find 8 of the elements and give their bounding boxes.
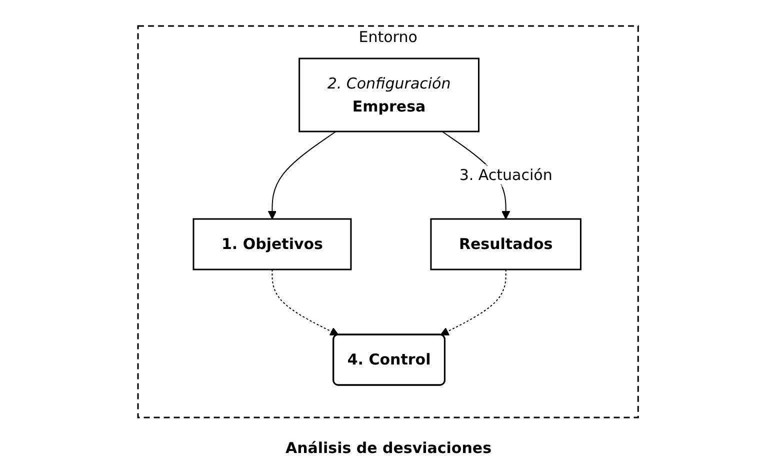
node-box: 2. Configuración Empresa: [299, 58, 480, 132]
arrow: [268, 130, 337, 220]
arrow: [440, 268, 507, 336]
arrow: [272, 268, 340, 336]
note-text: Análisis de desviaciones: [285, 438, 492, 456]
edge-label: 3. Actuación: [460, 166, 553, 184]
node-box: Resultados: [430, 218, 582, 270]
node-box: 1. Objetivos: [193, 218, 352, 270]
